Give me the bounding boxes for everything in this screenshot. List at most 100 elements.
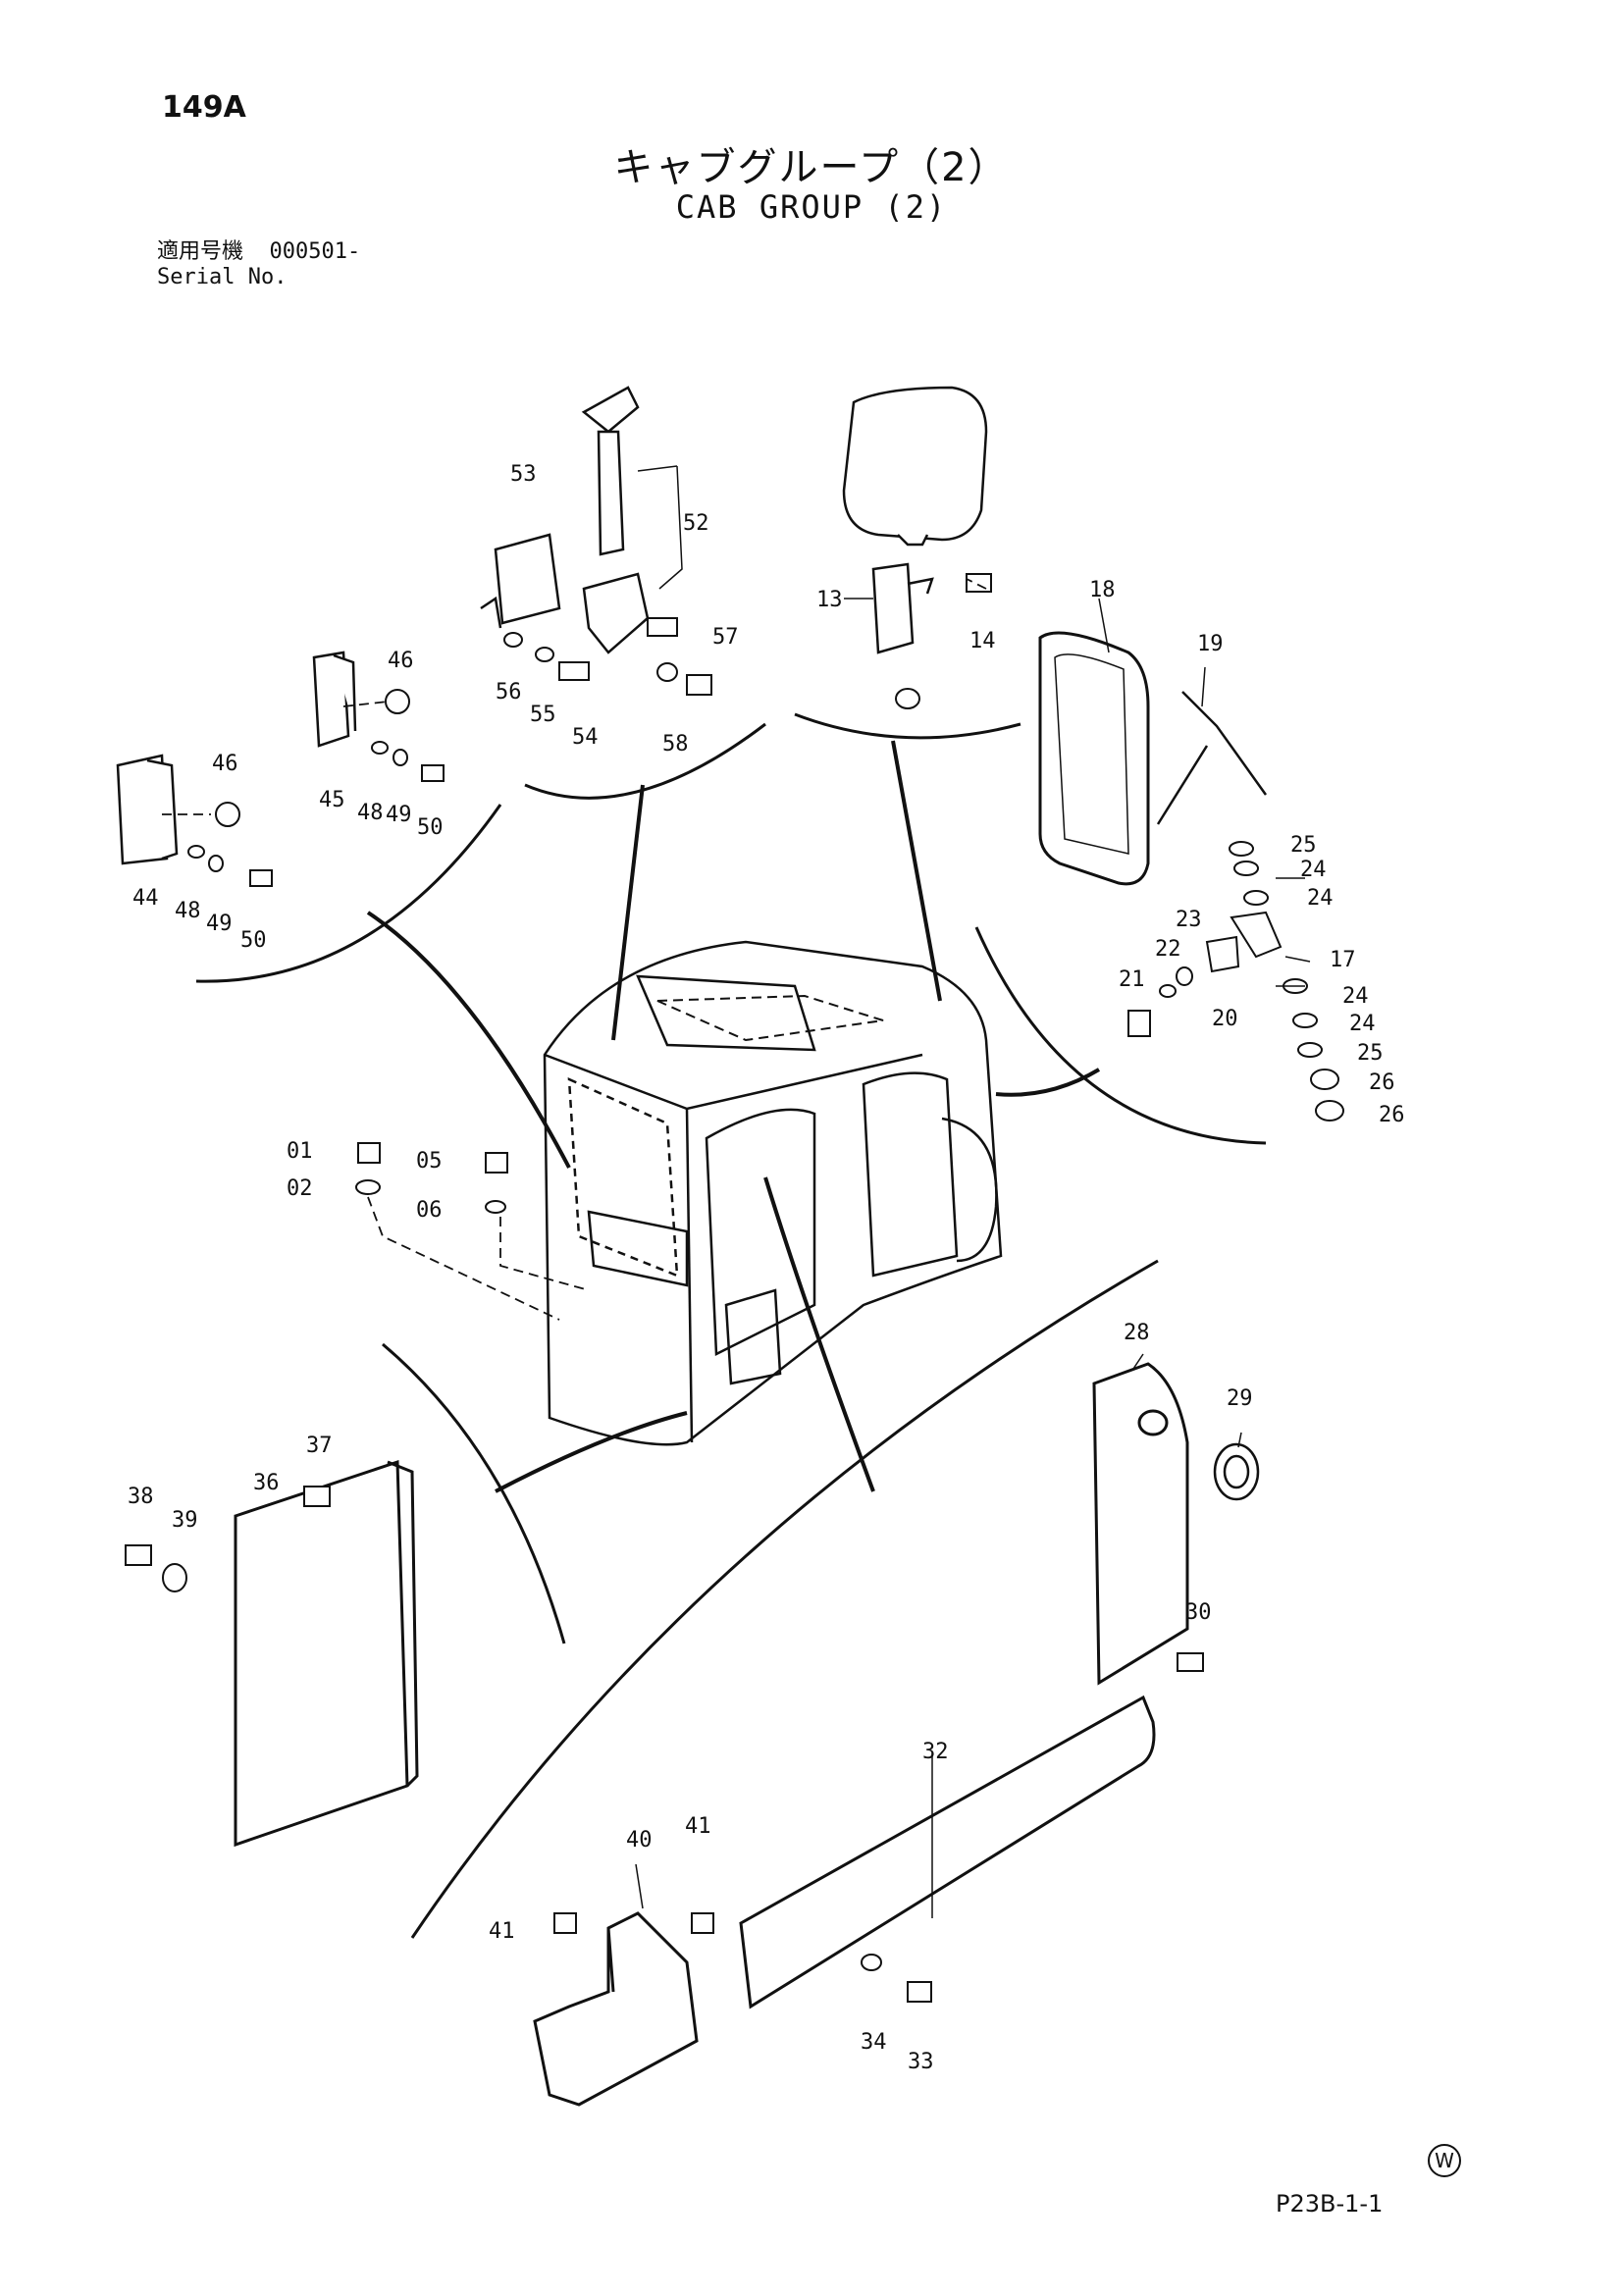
callout-23: 23 (1176, 908, 1202, 932)
callout-21: 21 (1119, 967, 1145, 992)
callout-38: 38 (128, 1485, 154, 1509)
callout-49b: 49 (206, 912, 233, 936)
callout-19: 19 (1197, 632, 1224, 656)
grommet-29 (1213, 1442, 1260, 1501)
callout-41b: 41 (489, 1919, 515, 1944)
callout-05: 05 (416, 1149, 443, 1174)
callout-13: 13 (816, 588, 843, 612)
callout-lines (635, 465, 1311, 1918)
cab-body (543, 940, 1003, 1446)
group-arc-left-panel (382, 1342, 566, 1644)
callout-26b: 26 (1379, 1103, 1405, 1127)
callout-29: 29 (1227, 1386, 1253, 1411)
leader-line-mirror-group (891, 740, 942, 1002)
plate-53 (480, 533, 561, 629)
callout-57: 57 (712, 625, 739, 650)
callout-55: 55 (530, 703, 556, 727)
callout-49: 49 (386, 803, 412, 827)
callout-14: 14 (969, 629, 996, 653)
callout-labels: 01 02 05 06 13 14 17 18 19 20 21 22 23 2… (128, 462, 1405, 2074)
callout-26: 26 (1369, 1070, 1395, 1095)
callout-22: 22 (1155, 937, 1181, 962)
small-parts-cab-left (355, 1142, 508, 1214)
callout-39: 39 (172, 1508, 198, 1533)
mirror-19 (1156, 691, 1268, 825)
group-arc-right (974, 926, 1267, 1145)
cover-40 (533, 1911, 699, 2107)
leader-line-top-group (611, 784, 645, 1041)
callout-46b: 46 (212, 752, 238, 776)
reference-code: P23B-1-1 (1276, 2190, 1384, 2218)
panel-28 (1092, 1362, 1189, 1686)
page-number: 149A (162, 90, 246, 125)
callout-24: 24 (1300, 858, 1327, 882)
small-parts-lever (503, 617, 712, 696)
callout-52: 52 (683, 511, 709, 536)
callout-46: 46 (388, 649, 414, 673)
group-arc-upper-center (524, 722, 766, 800)
dashed-leaders (162, 578, 987, 1321)
panel-36 (234, 1459, 419, 1848)
callout-32: 32 (922, 1740, 949, 1764)
hinge-44 (116, 754, 179, 865)
callout-37: 37 (306, 1434, 333, 1458)
serial-block: 適用号機 000501- Serial No. (157, 239, 360, 290)
group-arc-upper-left (195, 804, 502, 983)
callout-20: 20 (1212, 1007, 1238, 1031)
callout-40: 40 (626, 1828, 653, 1852)
callout-36: 36 (253, 1471, 280, 1495)
callout-01: 01 (287, 1139, 313, 1164)
callout-44: 44 (132, 886, 159, 911)
callout-25b: 25 (1357, 1041, 1384, 1066)
callout-25: 25 (1290, 833, 1317, 858)
serial-label-jp: 適用号機 (157, 239, 244, 264)
callout-53: 53 (510, 462, 537, 487)
small-parts-plate (861, 1954, 932, 2003)
callout-56: 56 (496, 680, 522, 704)
small-parts-right (1127, 841, 1344, 1122)
callout-30: 30 (1185, 1600, 1212, 1625)
callout-50: 50 (417, 815, 444, 840)
glass-18 (1038, 631, 1150, 886)
group-arc-upper-right (794, 712, 1021, 740)
callout-33: 33 (908, 2050, 934, 2074)
callout-06: 06 (416, 1198, 443, 1223)
title-japanese: キャブグループ（2） (613, 145, 1010, 190)
callout-02: 02 (287, 1176, 313, 1201)
leader-line-lower-group (763, 1176, 875, 1492)
small-parts-panel (125, 1486, 331, 1592)
hinge-45 (312, 651, 357, 748)
bolt-30 (1177, 1652, 1204, 1672)
callout-50b: 50 (240, 928, 267, 953)
serial-value: 000501- (269, 239, 361, 264)
bracket-13 (871, 562, 934, 654)
callout-24d: 24 (1349, 1012, 1376, 1036)
leader-line-left-group (366, 911, 571, 1169)
callout-28: 28 (1124, 1321, 1150, 1345)
callout-17: 17 (1330, 948, 1356, 972)
callout-18: 18 (1089, 578, 1116, 602)
callout-48: 48 (357, 801, 384, 825)
leader-line-panel-group (495, 1411, 688, 1493)
small-parts-cover (553, 1912, 714, 1934)
callout-24b: 24 (1307, 886, 1334, 911)
callout-54: 54 (572, 725, 599, 750)
small-parts-headrest (895, 573, 992, 709)
serial-label-en: Serial No. (157, 265, 288, 289)
callout-34: 34 (861, 2030, 887, 2055)
group-arc-lower (410, 1259, 1159, 1939)
plate-32 (739, 1695, 1156, 2009)
cab-roof-window (656, 994, 884, 1042)
callout-48b: 48 (175, 899, 201, 923)
lever-52 (581, 386, 650, 654)
callout-24c: 24 (1342, 984, 1369, 1009)
small-parts-upper-left (187, 689, 445, 887)
leader-line-right-group (995, 1068, 1101, 1097)
callout-45: 45 (319, 788, 345, 812)
callout-58: 58 (662, 732, 689, 757)
w-mark: W (1428, 2144, 1461, 2177)
title-english: CAB GROUP (2) (675, 188, 948, 226)
callout-41: 41 (685, 1814, 711, 1839)
headrest (842, 386, 988, 547)
